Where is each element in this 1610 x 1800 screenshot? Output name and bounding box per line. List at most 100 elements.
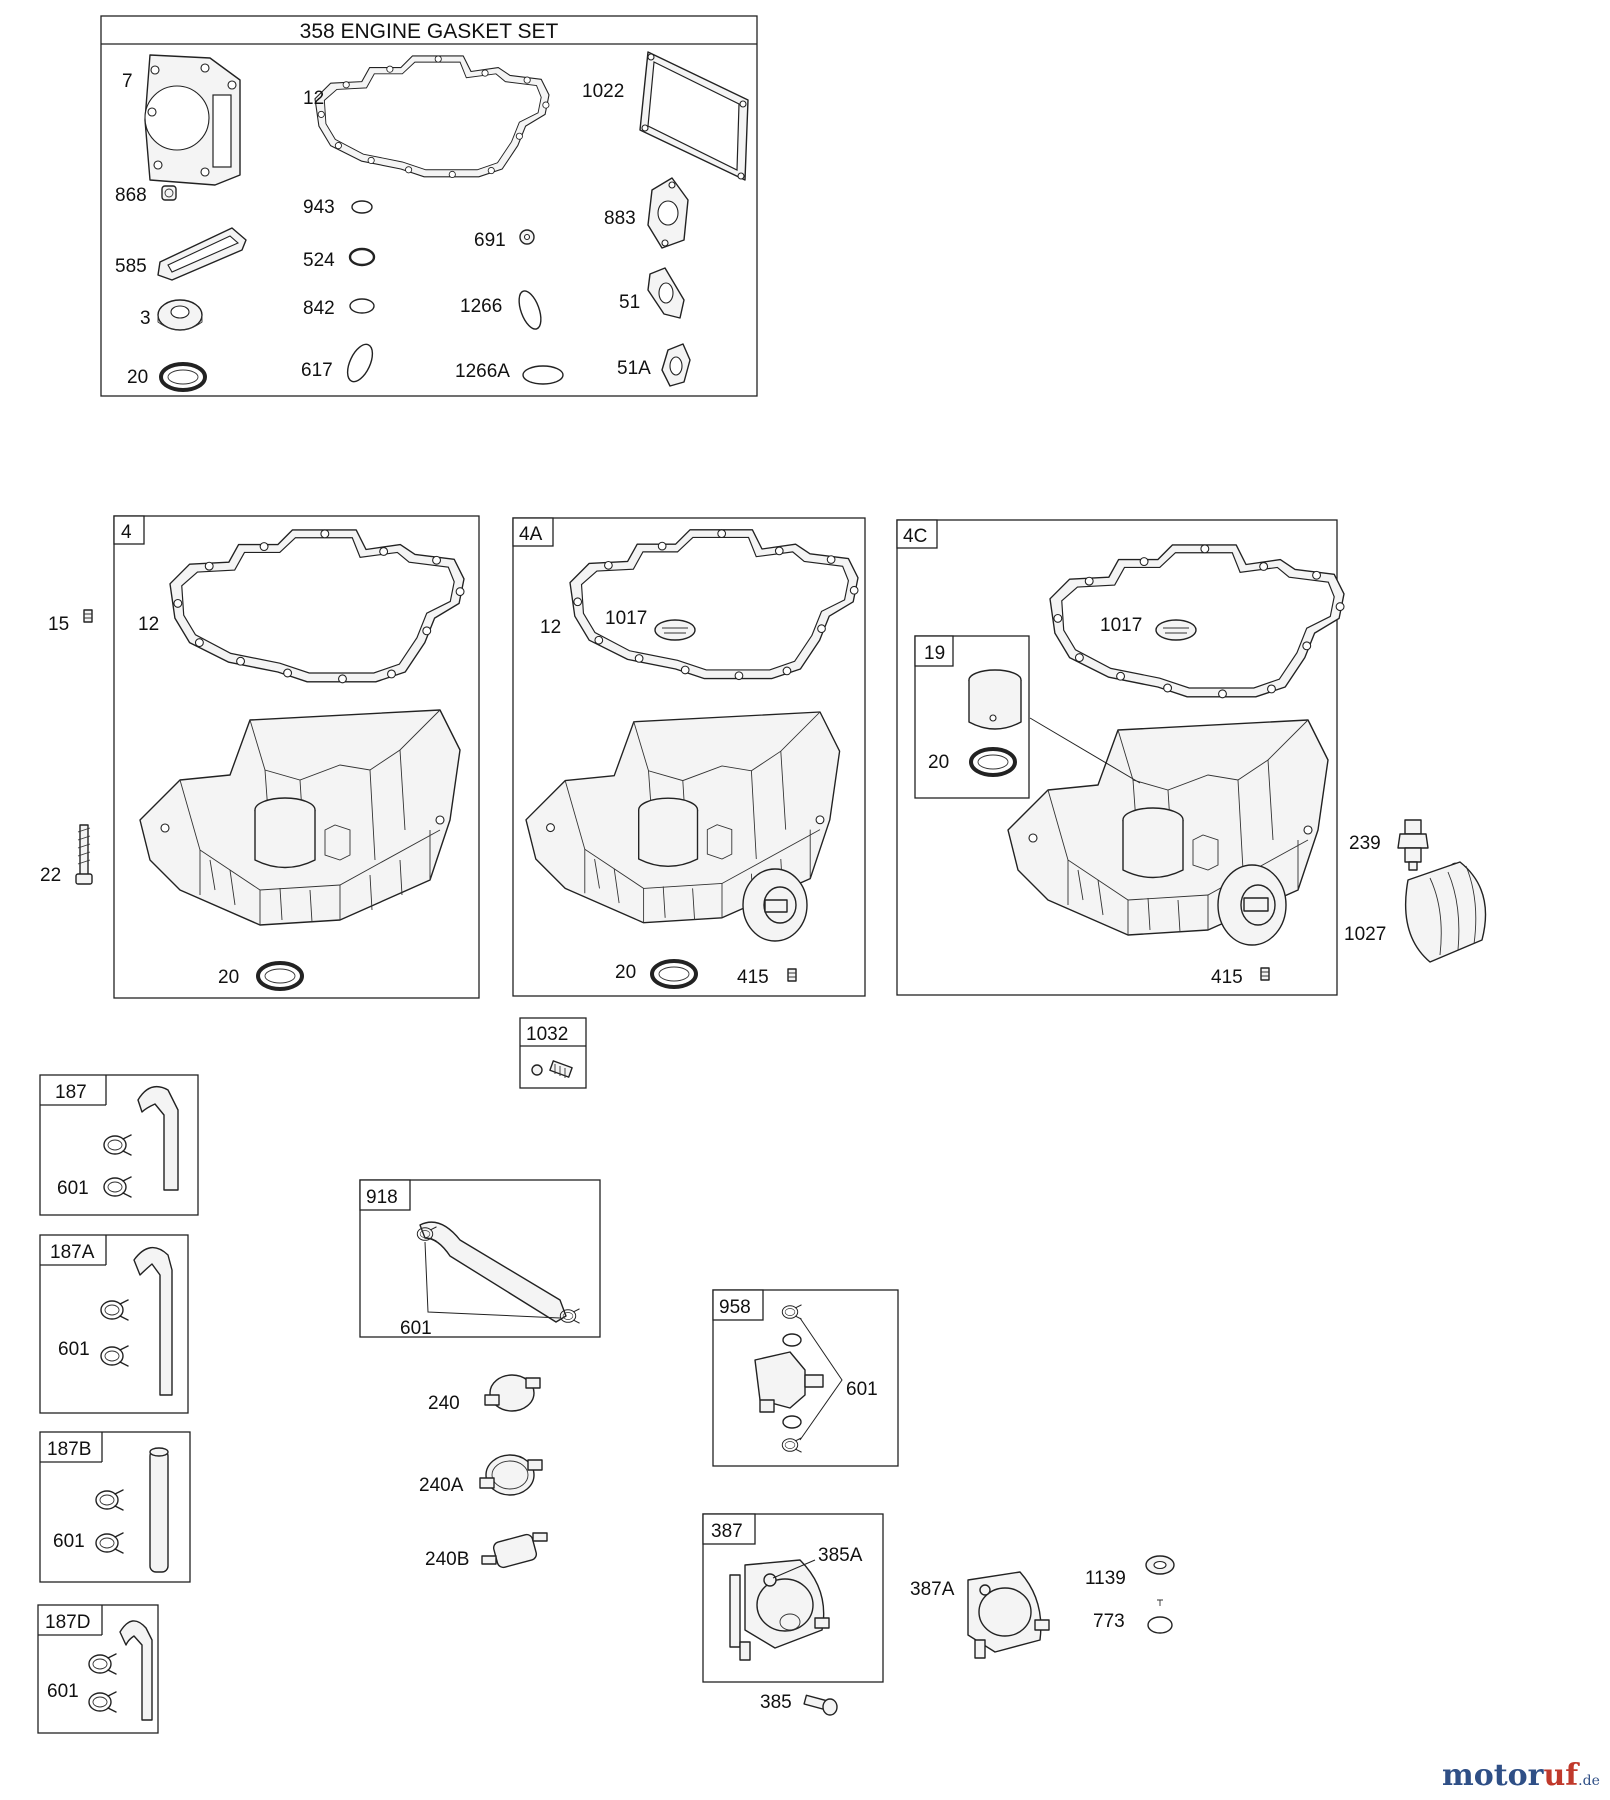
fuel-filter-240: [484, 1374, 541, 1412]
part-label: 601: [846, 1379, 878, 1400]
sump-gasket: [314, 55, 550, 179]
sump-box-4a: 4A 12 1017 20 415: [512, 517, 866, 997]
svg-text:motoruf.de: motoruf.de: [1442, 1758, 1600, 1793]
part-label: 617: [301, 360, 333, 381]
part-label: 51A: [617, 358, 651, 379]
fuel-line-box-918: 918 601: [359, 1179, 601, 1339]
dipstick-bolt: [75, 824, 93, 885]
fuel-pump-box-387: 387 385A: [702, 1513, 884, 1683]
box-tag: 4A: [519, 524, 543, 545]
valve-seal: [161, 185, 177, 201]
part-label: 385A: [818, 1545, 863, 1566]
part-label: 601: [47, 1681, 79, 1702]
washer-1139: [1145, 1555, 1175, 1575]
watermark-suffix: .de: [1578, 1773, 1600, 1789]
part-label: 240: [428, 1393, 460, 1414]
sump-box-4: 4 12 20: [113, 515, 480, 999]
part-label: 585: [115, 256, 147, 277]
part-label: 524: [303, 250, 335, 271]
oil-pressure-switch: [1397, 819, 1429, 871]
part-label: 601: [57, 1178, 89, 1199]
part-label: 20: [928, 752, 949, 773]
box-tag: 187: [55, 1082, 87, 1103]
o-ring: [518, 290, 542, 330]
part-label: 1017: [605, 608, 647, 629]
fuel-pump-387a: [967, 1571, 1050, 1659]
screw-385: [803, 1694, 838, 1716]
box-tag: 187A: [50, 1242, 95, 1263]
part-label: 240A: [419, 1475, 464, 1496]
box-tag: 187B: [47, 1439, 91, 1460]
part-label: 691: [474, 230, 506, 251]
carb-gasket-alt: [661, 343, 691, 387]
part-label: 387A: [910, 1579, 955, 1600]
box-tag: 4: [121, 522, 132, 543]
breather-cap: [1155, 619, 1197, 641]
retainer-773: [1147, 1599, 1173, 1634]
part-label: 943: [303, 197, 335, 218]
part-label: 20: [615, 962, 636, 983]
part-label: 20: [127, 367, 148, 388]
watermark: motoruf.de: [1442, 1758, 1600, 1793]
o-ring: [351, 200, 373, 214]
governor-bushing: [968, 669, 1022, 730]
o-ring: [522, 365, 564, 385]
oil-filter-adapter: [1217, 864, 1287, 946]
part-label: 773: [1093, 1611, 1125, 1632]
hose-box-187a: 187A 601: [39, 1234, 189, 1414]
sump-box-4c: 4C 1017 415 19 20: [896, 519, 1345, 996]
intake-gasket: [647, 177, 689, 249]
fuel-filter-240a: [479, 1454, 543, 1496]
hose-box-187b: 187B 601: [39, 1431, 191, 1583]
part-label: 1022: [582, 81, 624, 102]
box-tag: 918: [366, 1187, 398, 1208]
fuel-filter-240b: [481, 1532, 548, 1569]
part-label: 385: [760, 1692, 792, 1713]
part-label: 868: [115, 185, 147, 206]
o-ring: [346, 343, 374, 383]
watermark-brand-b: uf: [1543, 1758, 1580, 1793]
watermark-brand-a: motor: [1442, 1758, 1545, 1793]
rocker-cover-gasket: [639, 51, 749, 181]
part-label: 12: [540, 617, 561, 638]
part-label: 883: [604, 208, 636, 229]
part-label: 1027: [1344, 924, 1386, 945]
o-ring: [349, 298, 375, 314]
o-ring: [348, 247, 376, 267]
box-tag: 1032: [526, 1024, 568, 1045]
part-label: 601: [400, 1318, 432, 1339]
part-label: 12: [303, 88, 324, 109]
small-washer: [519, 229, 535, 245]
gasket-set-title: 358 ENGINE GASKET SET: [300, 20, 559, 43]
part-label: 22: [40, 865, 61, 886]
gasket-set-panel: 358 ENGINE GASKET SET 7 12 1022 868: [100, 15, 758, 397]
part-label: 7: [122, 71, 133, 92]
plug-15: [83, 609, 93, 623]
part-label: 240B: [425, 1549, 469, 1570]
part-label: 12: [138, 614, 159, 635]
carb-gasket: [647, 267, 685, 319]
part-label: 1266A: [455, 361, 510, 382]
part-label: 15: [48, 614, 69, 635]
part-label: 842: [303, 298, 335, 319]
oil-filter: [1404, 861, 1487, 963]
breather-cap: [654, 619, 696, 641]
oil-filter-adapter: [742, 868, 808, 942]
part-label: 3: [140, 308, 151, 329]
head-gasket: [144, 54, 241, 186]
fuel-shutoff-box-958: 958 601: [712, 1289, 899, 1467]
part-label: 1139: [1085, 1568, 1126, 1589]
crank-seal: [159, 362, 207, 392]
box-tag: 19: [924, 643, 945, 664]
oil-seal: [157, 299, 203, 331]
box-tag: 4C: [903, 526, 927, 547]
part-label: 239: [1349, 833, 1381, 854]
hose-box-187d: 187D 601: [37, 1604, 159, 1734]
part-label: 601: [58, 1339, 90, 1360]
part-label: 20: [218, 967, 239, 988]
part-label: 1017: [1100, 615, 1142, 636]
box-tag: 958: [719, 1297, 751, 1318]
part-label: 601: [53, 1531, 85, 1552]
box-tag: 387: [711, 1521, 743, 1542]
part-label: 1266: [460, 296, 502, 317]
